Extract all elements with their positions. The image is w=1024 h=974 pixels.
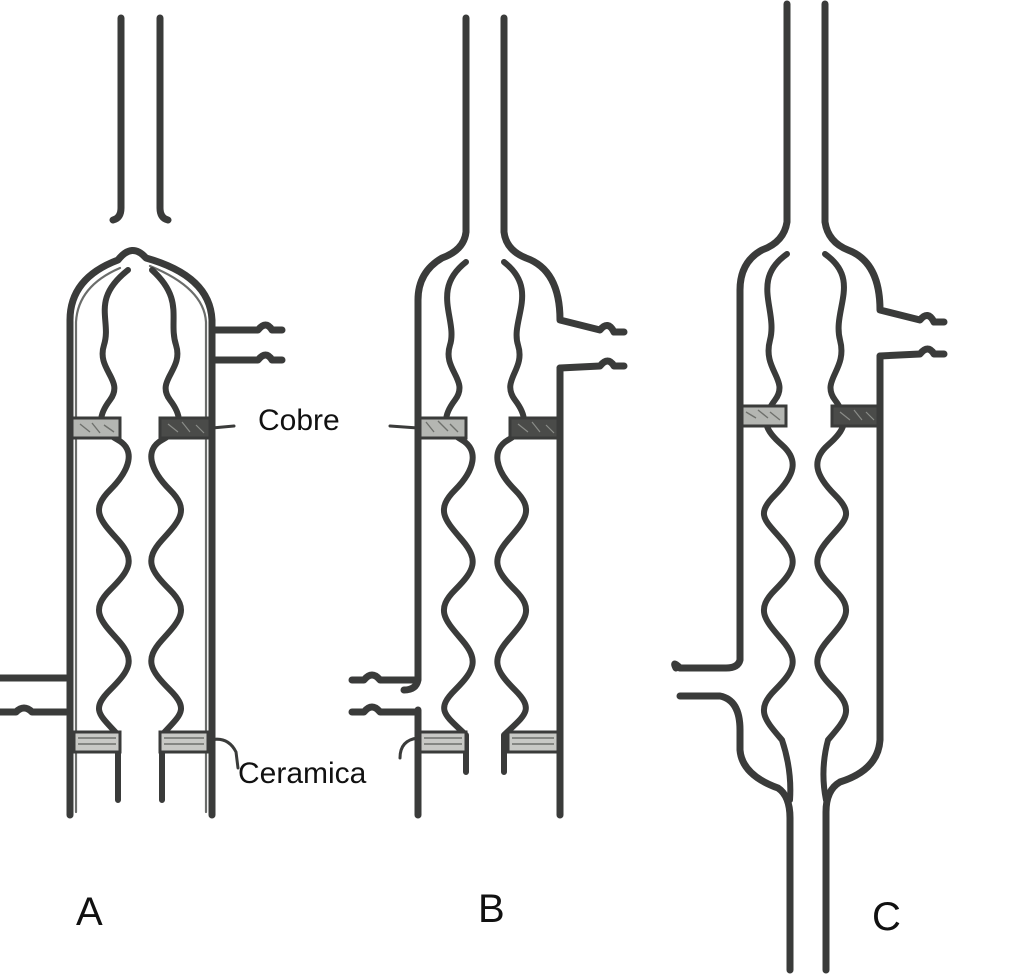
- a-port-top-2: [210, 351, 286, 364]
- b-left-wall: [400, 14, 470, 694]
- b-port-top-2: [556, 357, 628, 372]
- c-inner-wall-right: [814, 251, 849, 803]
- a-outer-jacket-inner-left: [74, 266, 122, 814]
- c-right-wall-lower: [822, 352, 884, 974]
- c-right-wall-upper: [821, 0, 948, 326]
- c-port-bottom-1-tip: [671, 660, 684, 672]
- b-port-bottom-2: [348, 703, 422, 716]
- c-copper-band-left: [740, 404, 788, 428]
- variant-c: [671, 0, 948, 974]
- a-inner-wall-right: [148, 267, 184, 803]
- b-port-bottom-1: [348, 671, 420, 684]
- b-copper-band-left: [418, 416, 468, 440]
- a-ceramic-leader: [208, 737, 240, 770]
- a-ceramic-band-left: [72, 730, 122, 754]
- c-copper-hatch-right: [839, 409, 875, 421]
- b-copper-band-right: [508, 416, 560, 440]
- copper-label: Cobre: [258, 404, 340, 437]
- variant-b: [348, 14, 628, 819]
- b-ceramic-hatch-right: [512, 737, 554, 745]
- b-inner-wall-right: [494, 259, 529, 775]
- b-copper-hatch-left: [425, 420, 459, 433]
- b-ceramic-band-right: [506, 730, 560, 754]
- b-ceramic-band-left: [418, 730, 468, 754]
- c-copper-hatch-left: [745, 409, 781, 421]
- a-ceramic-hatch-right: [164, 737, 204, 745]
- b-copper-leader: [388, 424, 420, 430]
- a-copper-hatch-left: [79, 422, 115, 434]
- a-top-tube-right: [156, 14, 172, 224]
- a-outer-jacket-inner-right: [148, 264, 208, 814]
- a-inner-wall-left: [96, 267, 132, 803]
- b-inner-wall-left: [441, 259, 476, 775]
- variant-a-label: A: [76, 890, 103, 934]
- c-left-wall-upper: [676, 0, 791, 672]
- b-right-wall-top: [500, 14, 628, 336]
- b-ceramic-leader: [398, 736, 420, 760]
- a-ceramic-hatch-left: [78, 737, 116, 745]
- c-copper-band-right: [830, 404, 880, 428]
- c-inner-wall-left: [761, 251, 796, 803]
- b-ceramic-hatch-left: [424, 737, 462, 745]
- a-copper-hatch-right: [167, 421, 205, 434]
- variant-c-label: C: [872, 895, 901, 939]
- a-top-tube-left: [109, 14, 125, 224]
- a-copper-band-right: [158, 416, 212, 440]
- ceramic-label: Ceramica: [238, 757, 367, 790]
- variant-b-label: B: [478, 887, 505, 931]
- a-port-bottom-2: [0, 704, 70, 716]
- a-outer-jacket: [66, 247, 216, 819]
- b-copper-hatch-right: [517, 421, 555, 434]
- variant-a: [0, 14, 286, 819]
- a-ceramic-band-right: [158, 730, 210, 754]
- a-port-top-1: [210, 321, 286, 334]
- a-copper-leader: [210, 424, 236, 430]
- c-left-wall-lower: [676, 692, 794, 974]
- c-port-top-2: [876, 345, 948, 360]
